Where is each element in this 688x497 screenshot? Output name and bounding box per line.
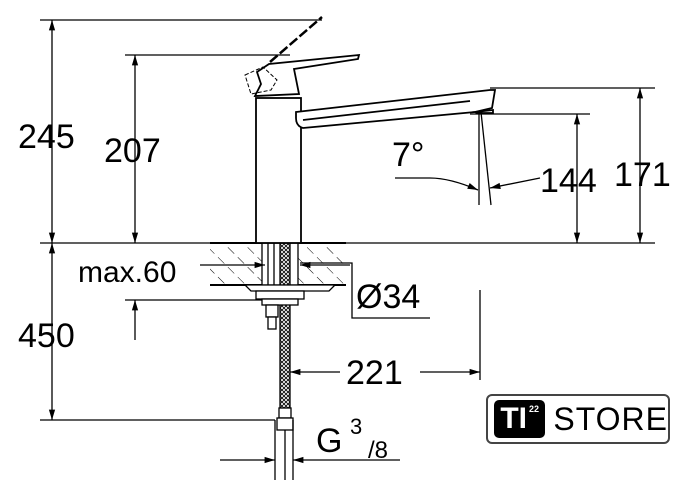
dim-thread-den: /8 [368, 437, 388, 464]
dim-thread-prefix: G [316, 422, 342, 460]
dimension-lines [48, 20, 644, 480]
logo-ti-text: TI [500, 402, 527, 435]
logo-sup: 22 [529, 404, 540, 414]
dim-lever-height: 207 [104, 132, 161, 170]
faucet-body [244, 16, 497, 244]
dim-max-thickness: max.60 [78, 256, 176, 289]
reference-lines [40, 19, 655, 421]
dim-total-height: 245 [18, 118, 75, 156]
dim-spout-height: 171 [614, 156, 671, 194]
dim-reach: 221 [346, 354, 403, 392]
dim-thread-num: 3 [350, 414, 362, 439]
logo-store-text: STORE [553, 400, 668, 437]
countertop-section [210, 242, 346, 480]
dim-hole-diameter: Ø34 [356, 278, 420, 316]
dim-outlet-height: 144 [540, 162, 597, 200]
dim-hose-length: 450 [18, 317, 75, 355]
dim-angle: 7° [392, 136, 425, 174]
